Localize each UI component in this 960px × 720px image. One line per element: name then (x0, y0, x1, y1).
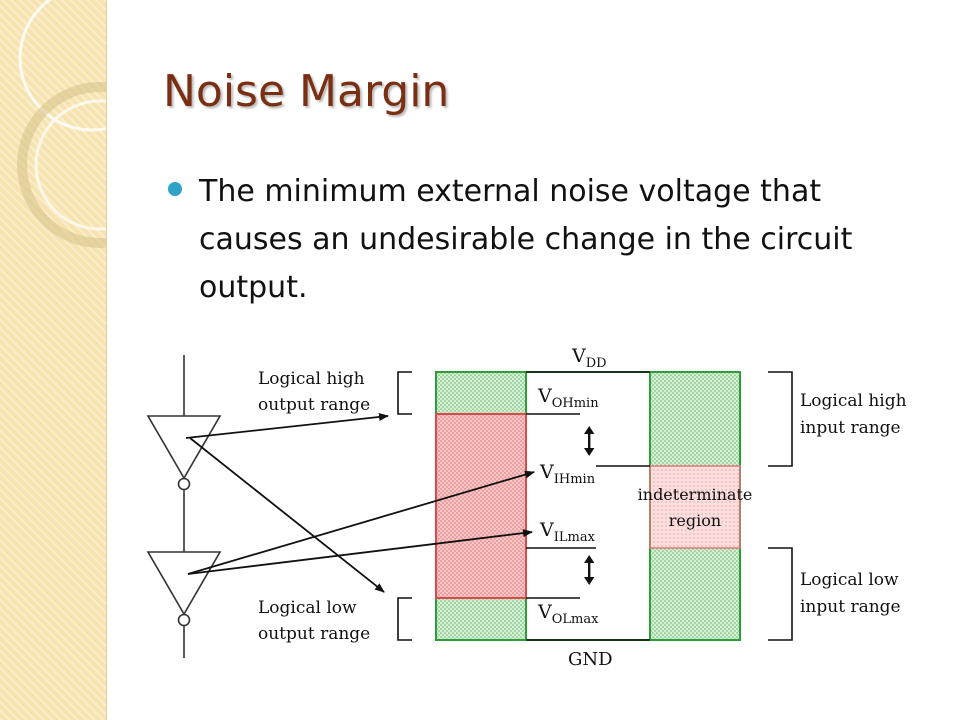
label-high-input-line2: input range (800, 418, 901, 438)
left-brackets (397, 371, 412, 641)
label-vilmax: VILmax (539, 519, 596, 545)
right-low-input-region (650, 548, 740, 640)
arrow-to-low-output (189, 437, 385, 593)
left-noise-margin-region (436, 414, 526, 598)
bullet-dot-icon (168, 182, 182, 196)
inverter-chain (146, 355, 222, 658)
decorative-side-strip (0, 0, 107, 720)
label-high-output-line2: output range (258, 395, 370, 415)
arrow-to-high-output (185, 412, 389, 439)
label-low-input-line1: Logical low (800, 570, 899, 590)
arrow-to-vilmax (187, 529, 533, 575)
slide-title: Noise Margin (163, 66, 450, 117)
right-brackets (768, 371, 793, 641)
inverter-1-bubble (177, 477, 191, 491)
label-high-output-line1: Logical high (258, 369, 365, 389)
label-gnd: GND (568, 649, 613, 670)
label-indeterminate-line1: indeterminate (638, 485, 753, 504)
inverter-1 (146, 415, 222, 480)
label-low-input-line2: input range (800, 597, 901, 617)
inverter-2 (146, 551, 222, 616)
noise-margin-double-arrows (584, 426, 595, 585)
left-high-output-region (436, 372, 526, 414)
label-low-output-line1: Logical low (258, 598, 357, 618)
label-vdd: VDD (571, 345, 607, 371)
label-low-output-line2: output range (258, 624, 370, 644)
level-lines (526, 371, 650, 641)
indeterminate-region (650, 466, 740, 548)
label-volmax: VOLmax (537, 601, 599, 627)
right-high-input-region (650, 372, 740, 466)
label-vohmin: VOHmin (537, 385, 599, 411)
arrow-to-vihmin (187, 470, 535, 575)
left-low-output-region (436, 598, 526, 640)
label-vihmin: VIHmin (539, 461, 596, 487)
decorative-circles (17, 0, 106, 248)
mapping-arrows (185, 412, 535, 593)
label-high-input-line1: Logical high (800, 391, 907, 411)
inverter-2-bubble (177, 613, 191, 627)
noise-margin-diagram: VDD VOHmin VIHmin VILmax VOLmax GND Logi… (146, 345, 907, 670)
label-indeterminate-line2: region (669, 511, 721, 530)
bullet-text: The minimum external noise voltage that … (199, 174, 853, 305)
